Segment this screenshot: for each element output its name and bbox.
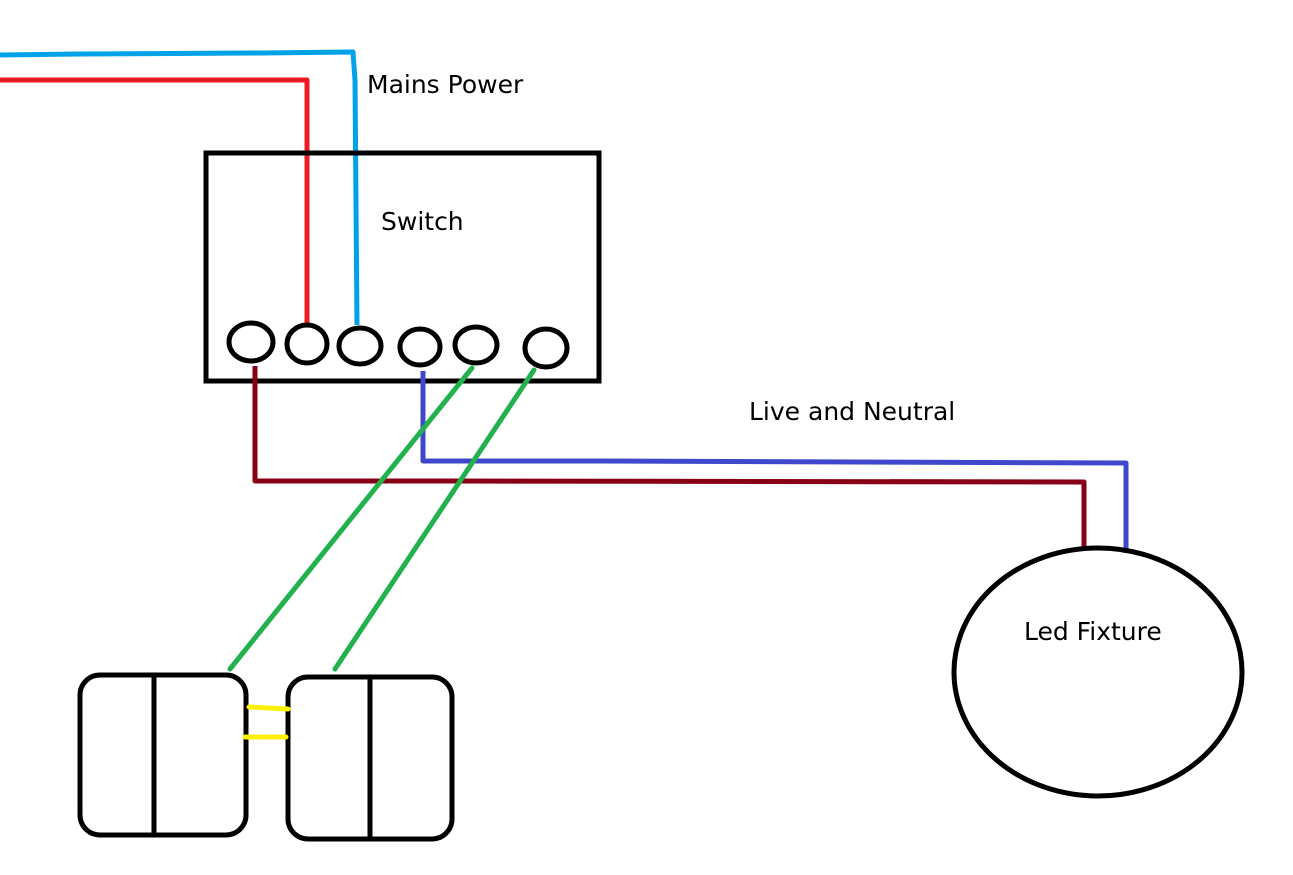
led-fixture-label: Led Fixture <box>1024 617 1162 646</box>
mains-power-label: Mains Power <box>367 70 524 99</box>
terminal-2 <box>284 322 330 366</box>
load-live-wire <box>252 366 1087 548</box>
terminal-4 <box>397 326 443 368</box>
terminal-6 <box>522 326 570 370</box>
wall-switch-2 <box>285 674 455 842</box>
terminal-1 <box>226 320 276 364</box>
terminal-5 <box>452 324 500 366</box>
wall-switch-1 <box>77 672 249 838</box>
switch-label: Switch <box>381 207 464 236</box>
switch-link-wire-1 <box>227 365 475 672</box>
led-fixture <box>951 545 1245 799</box>
live-and-neutral-label: Live and Neutral <box>749 397 955 426</box>
terminal-3 <box>336 325 384 367</box>
switch-module-box <box>203 150 602 384</box>
bridge-wire-1 <box>246 704 291 712</box>
mains-neutral-wire <box>0 49 360 326</box>
mains-live-wire <box>0 77 310 323</box>
switch-terminals <box>226 320 570 370</box>
switch-link-wire-2 <box>332 367 537 672</box>
